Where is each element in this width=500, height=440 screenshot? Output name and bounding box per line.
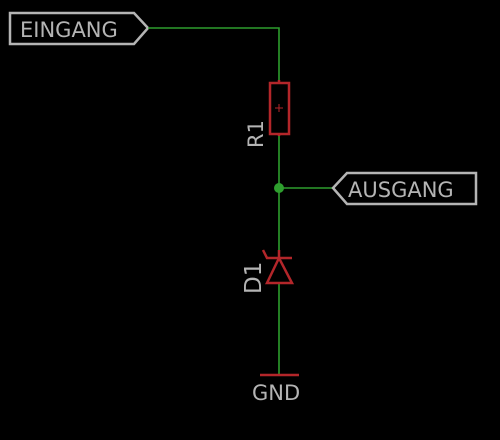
output-label-frame — [331, 171, 478, 206]
output-net-label[interactable]: AUSGANG — [331, 171, 478, 206]
resistor-ref-label: R1 — [244, 120, 268, 148]
junction-dot — [274, 183, 284, 193]
input-net-label[interactable]: EINGANG — [8, 11, 150, 46]
output-label-text: AUSGANG — [348, 178, 454, 202]
input-label-text: EINGANG — [20, 18, 118, 42]
input-label-frame — [8, 11, 150, 46]
ground-label: GND — [252, 381, 300, 405]
diode-d1[interactable] — [261, 249, 295, 285]
wires — [148, 27, 333, 374]
wire-input — [148, 27, 280, 80]
diode-triangle — [265, 255, 295, 285]
diode-ref-label: D1 — [241, 262, 267, 294]
resistor-r1[interactable] — [268, 80, 291, 136]
zener-cathode-bar — [261, 249, 292, 260]
ground-symbol[interactable]: GND — [252, 373, 300, 405]
